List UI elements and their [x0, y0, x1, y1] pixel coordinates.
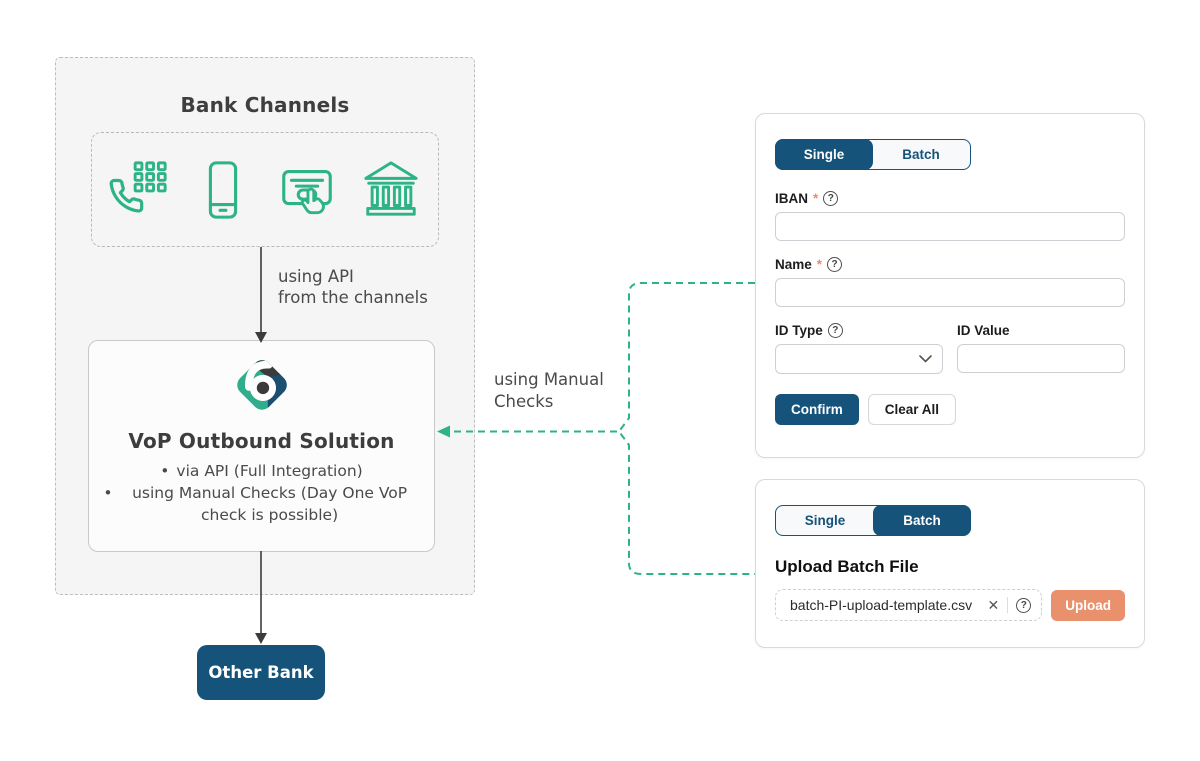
bank-channels-title: Bank Channels [180, 93, 350, 117]
iban-input[interactable] [775, 212, 1125, 241]
confirm-button[interactable]: Confirm [775, 394, 859, 425]
phone-keypad-icon [109, 160, 167, 213]
batch-upload-panel: Single Batch Upload Batch File batch-PI-… [755, 479, 1145, 648]
clear-all-button[interactable]: Clear All [867, 394, 957, 425]
vop-bullet-2: • using Manual Checks (Day One VoP check… [103, 484, 408, 524]
tab-single[interactable]: Single [776, 506, 874, 535]
api-flow-label: using API from the channels [278, 267, 428, 307]
divider [1007, 597, 1009, 613]
tab-single[interactable]: Single [775, 139, 873, 170]
clear-file-icon[interactable]: ✕ [987, 597, 1000, 613]
manual-checks-connector [437, 282, 755, 575]
iban-help-icon[interactable]: ? [823, 191, 839, 206]
id-type-select[interactable] [775, 344, 943, 374]
manual-checks-label: using Manual Checks [494, 370, 604, 411]
batch-file-input[interactable]: batch-PI-upload-template.csv ✕ ? [775, 589, 1043, 621]
single-panel-tabs: Single Batch [775, 139, 971, 170]
id-value-input[interactable] [957, 344, 1125, 373]
iban-label: IBAN * ? [775, 191, 1125, 206]
vop-solution-box: VoP Outbound Solution • via API (Full In… [88, 340, 435, 552]
name-label: Name * ? [775, 257, 1125, 272]
name-help-icon[interactable]: ? [827, 257, 843, 272]
id-type-label: ID Type ? [775, 323, 943, 338]
vop-logo [232, 356, 291, 414]
batch-panel-tabs: Single Batch [775, 505, 971, 536]
id-type-help-icon[interactable]: ? [827, 323, 843, 338]
name-input[interactable] [775, 278, 1125, 307]
required-mark: * [816, 257, 823, 272]
vop-bullet-1: • via API (Full Integration) [160, 462, 363, 480]
upload-button[interactable]: Upload [1051, 589, 1125, 621]
required-mark: * [813, 191, 819, 206]
card-tap-icon [282, 169, 332, 214]
tab-batch[interactable]: Batch [873, 505, 971, 536]
file-help-icon[interactable]: ? [1016, 597, 1032, 613]
tab-batch[interactable]: Batch [872, 140, 970, 169]
id-value-label: ID Value [957, 323, 1010, 338]
other-bank-node[interactable]: Other Bank [197, 645, 325, 700]
single-verification-panel: Single Batch IBAN * ? Name * ? ID Type ? [755, 113, 1145, 458]
smartphone-icon [208, 160, 238, 219]
vop-title: VoP Outbound Solution [128, 429, 395, 453]
upload-batch-heading: Upload Batch File [775, 557, 919, 576]
bank-building-icon [364, 160, 418, 216]
channel-icons-box [91, 132, 439, 247]
batch-file-name: batch-PI-upload-template.csv [790, 597, 973, 613]
chevron-down-icon [919, 355, 932, 363]
